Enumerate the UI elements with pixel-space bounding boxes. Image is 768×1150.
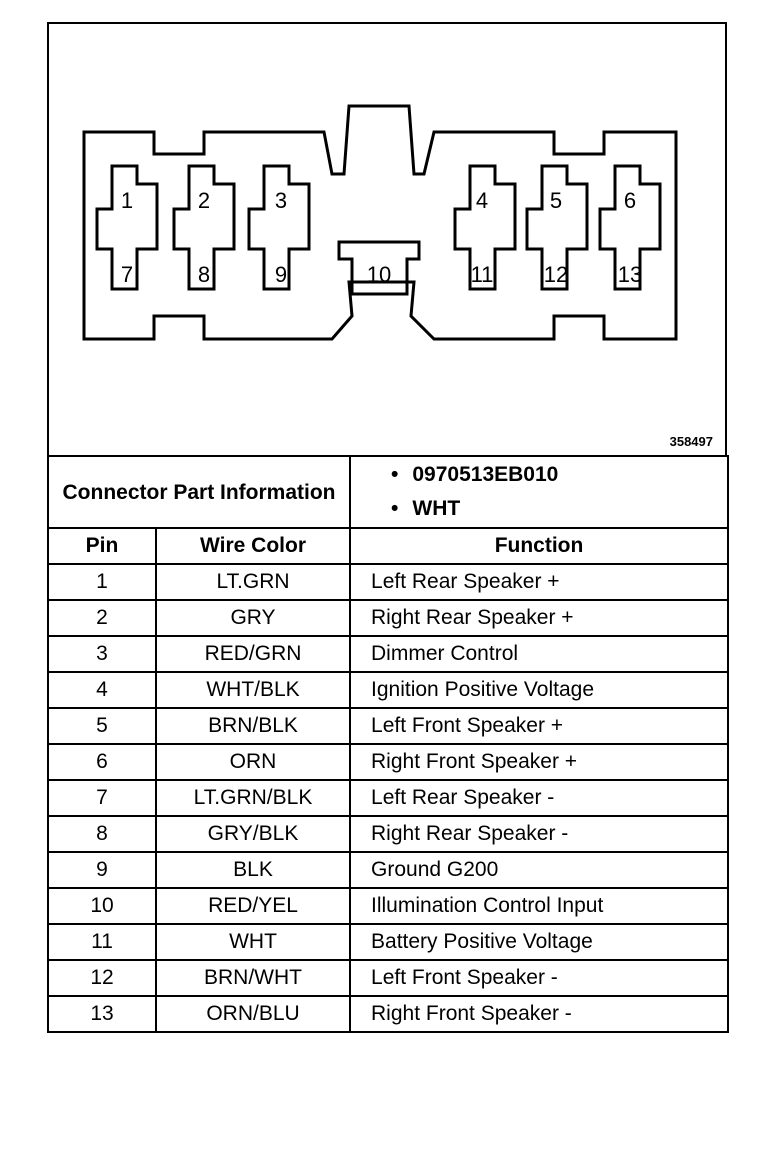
pin-cavity [598,164,662,291]
pin-cell: 5 [47,707,157,745]
connector-info-label-cell: Connector Part Information [46,455,352,529]
pin-cell: 9 [47,851,157,889]
pin-cell: 8 [47,815,157,853]
pin-cell: 6 [47,743,157,781]
connector-info-label: Connector Part Information [62,480,336,504]
pin-cavity [247,164,311,291]
header-function: Function [349,527,730,565]
wire-color-cell: LT.GRN [154,563,352,601]
pin-cell: 10 [47,887,157,925]
pin-number-label: 9 [275,262,287,287]
pin-cell: 4 [47,671,157,709]
header-wire-color: Wire Color [154,527,352,565]
pin-cavity [172,164,236,291]
function-cell: Right Front Speaker + [349,743,730,781]
pin-cell: 2 [47,599,157,637]
pin-number-label: 8 [198,262,210,287]
pin-cavity [95,164,159,291]
pin-number-label: 12 [544,262,568,287]
pin-number-label: 7 [121,262,133,287]
pin-number-label: 4 [476,188,488,213]
function-cell: Right Rear Speaker - [349,815,730,853]
pin-number-label: 11 [471,262,494,287]
wire-color-cell: ORN/BLU [154,995,352,1033]
pin-cell: 7 [47,779,157,817]
connector-outline [82,104,678,341]
pin-cavity [337,240,421,296]
function-cell: Left Front Speaker + [349,707,730,745]
wire-color-cell: WHT [154,923,352,961]
pin-number-label: 5 [550,188,562,213]
wire-color-cell: BLK [154,851,352,889]
wire-color-cell: WHT/BLK [154,671,352,709]
function-cell: Right Rear Speaker + [349,599,730,637]
pin-cavity [453,164,517,291]
wire-color-cell: BRN/WHT [154,959,352,997]
function-cell: Battery Positive Voltage [349,923,730,961]
function-cell: Right Front Speaker - [349,995,730,1033]
pin-number-label: 2 [198,188,210,213]
wire-color-cell: BRN/BLK [154,707,352,745]
pin-number-label: 1 [121,188,133,213]
pin-cell: 1 [47,563,157,601]
connector-color: WHT [391,492,727,526]
pin-number-label: 10 [367,262,391,287]
figure-reference-number: 358497 [669,434,713,449]
pin-number-label: 13 [618,262,642,287]
pin-table: Connector Part Information 0970513EB010 … [46,455,730,1033]
connector-part-number: 0970513EB010 [391,458,727,492]
connector-info-row: Connector Part Information 0970513EB010 … [46,455,730,529]
function-cell: Illumination Control Input [349,887,730,925]
pin-number-label: 3 [275,188,287,213]
pin-number-label: 6 [624,188,636,213]
table-header-row: Pin Wire Color Function [47,527,730,565]
wire-color-cell: ORN [154,743,352,781]
function-cell: Dimmer Control [349,635,730,673]
function-cell: Left Rear Speaker + [349,563,730,601]
pin-cell: 13 [47,995,157,1033]
connector-info-values-cell: 0970513EB010 WHT [349,455,730,529]
wire-color-cell: RED/YEL [154,887,352,925]
function-cell: Left Rear Speaker - [349,779,730,817]
function-cell: Ignition Positive Voltage [349,671,730,709]
function-cell: Ground G200 [349,851,730,889]
function-cell: Left Front Speaker - [349,959,730,997]
pin-cell: 3 [47,635,157,673]
wire-color-cell: GRY/BLK [154,815,352,853]
header-pin: Pin [47,527,157,565]
wire-color-cell: RED/GRN [154,635,352,673]
pin-cell: 12 [47,959,157,997]
wire-color-cell: LT.GRN/BLK [154,779,352,817]
pin-cavity [525,164,589,291]
pin-cell: 11 [47,923,157,961]
wire-color-cell: GRY [154,599,352,637]
